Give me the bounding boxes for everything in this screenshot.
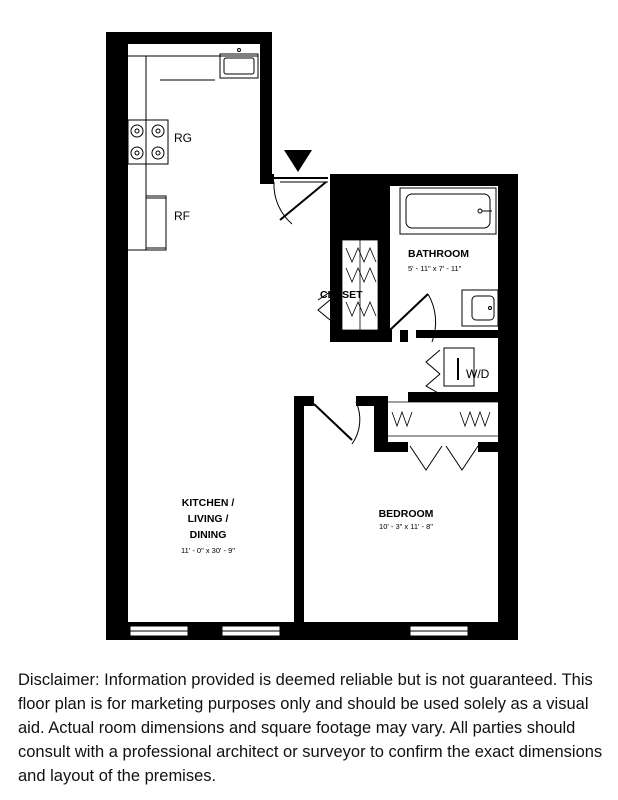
- washer-dryer-icon: [443, 347, 475, 387]
- interior-walls: [260, 174, 510, 640]
- closet-shelving: [341, 239, 379, 331]
- refrigerator-label: RF: [174, 209, 190, 223]
- entry-arrow-icon: [284, 150, 312, 172]
- closet-door[interactable]: [317, 291, 331, 321]
- entry-door[interactable]: [273, 177, 328, 225]
- range-label: RG: [174, 131, 192, 145]
- closet-label: CLOSET: [320, 289, 363, 301]
- refrigerator-icon: [145, 197, 167, 249]
- sink-icon: [219, 48, 259, 79]
- disclaimer-text: Disclaimer: Information provided is deem…: [18, 671, 603, 785]
- kitchen-name-line-3: DINING: [190, 529, 227, 541]
- toilet-icon: [461, 289, 499, 327]
- bedroom-closet-shelving: [388, 401, 498, 437]
- bedroom-closet-door[interactable]: [409, 445, 479, 471]
- kitchen-dimensions: 11' - 0" x 30' - 9": [181, 546, 235, 555]
- kitchen-counter: [128, 55, 258, 251]
- bathroom-door[interactable]: [389, 293, 437, 343]
- washer-dryer-label: W/D: [466, 367, 490, 381]
- bathroom-name: BATHROOM: [408, 248, 469, 260]
- kitchen-name-line-1: KITCHEN /: [182, 497, 235, 509]
- bathtub-icon: [399, 187, 497, 235]
- bedroom-door[interactable]: [313, 401, 361, 445]
- kitchen-name-line-2: LIVING /: [188, 513, 229, 525]
- washer-dryer-door[interactable]: [425, 349, 441, 395]
- range-icon: [127, 119, 169, 165]
- windows: [129, 625, 469, 637]
- bedroom-dimensions: 10' - 3" x 11' - 8": [379, 522, 433, 531]
- bedroom-name: BEDROOM: [379, 508, 434, 520]
- floor-plan: RG RF CLOSET BATHROOM 5' - 11" x 7' - 11…: [106, 32, 518, 640]
- bathroom-dimensions: 5' - 11" x 7' - 11": [408, 264, 462, 273]
